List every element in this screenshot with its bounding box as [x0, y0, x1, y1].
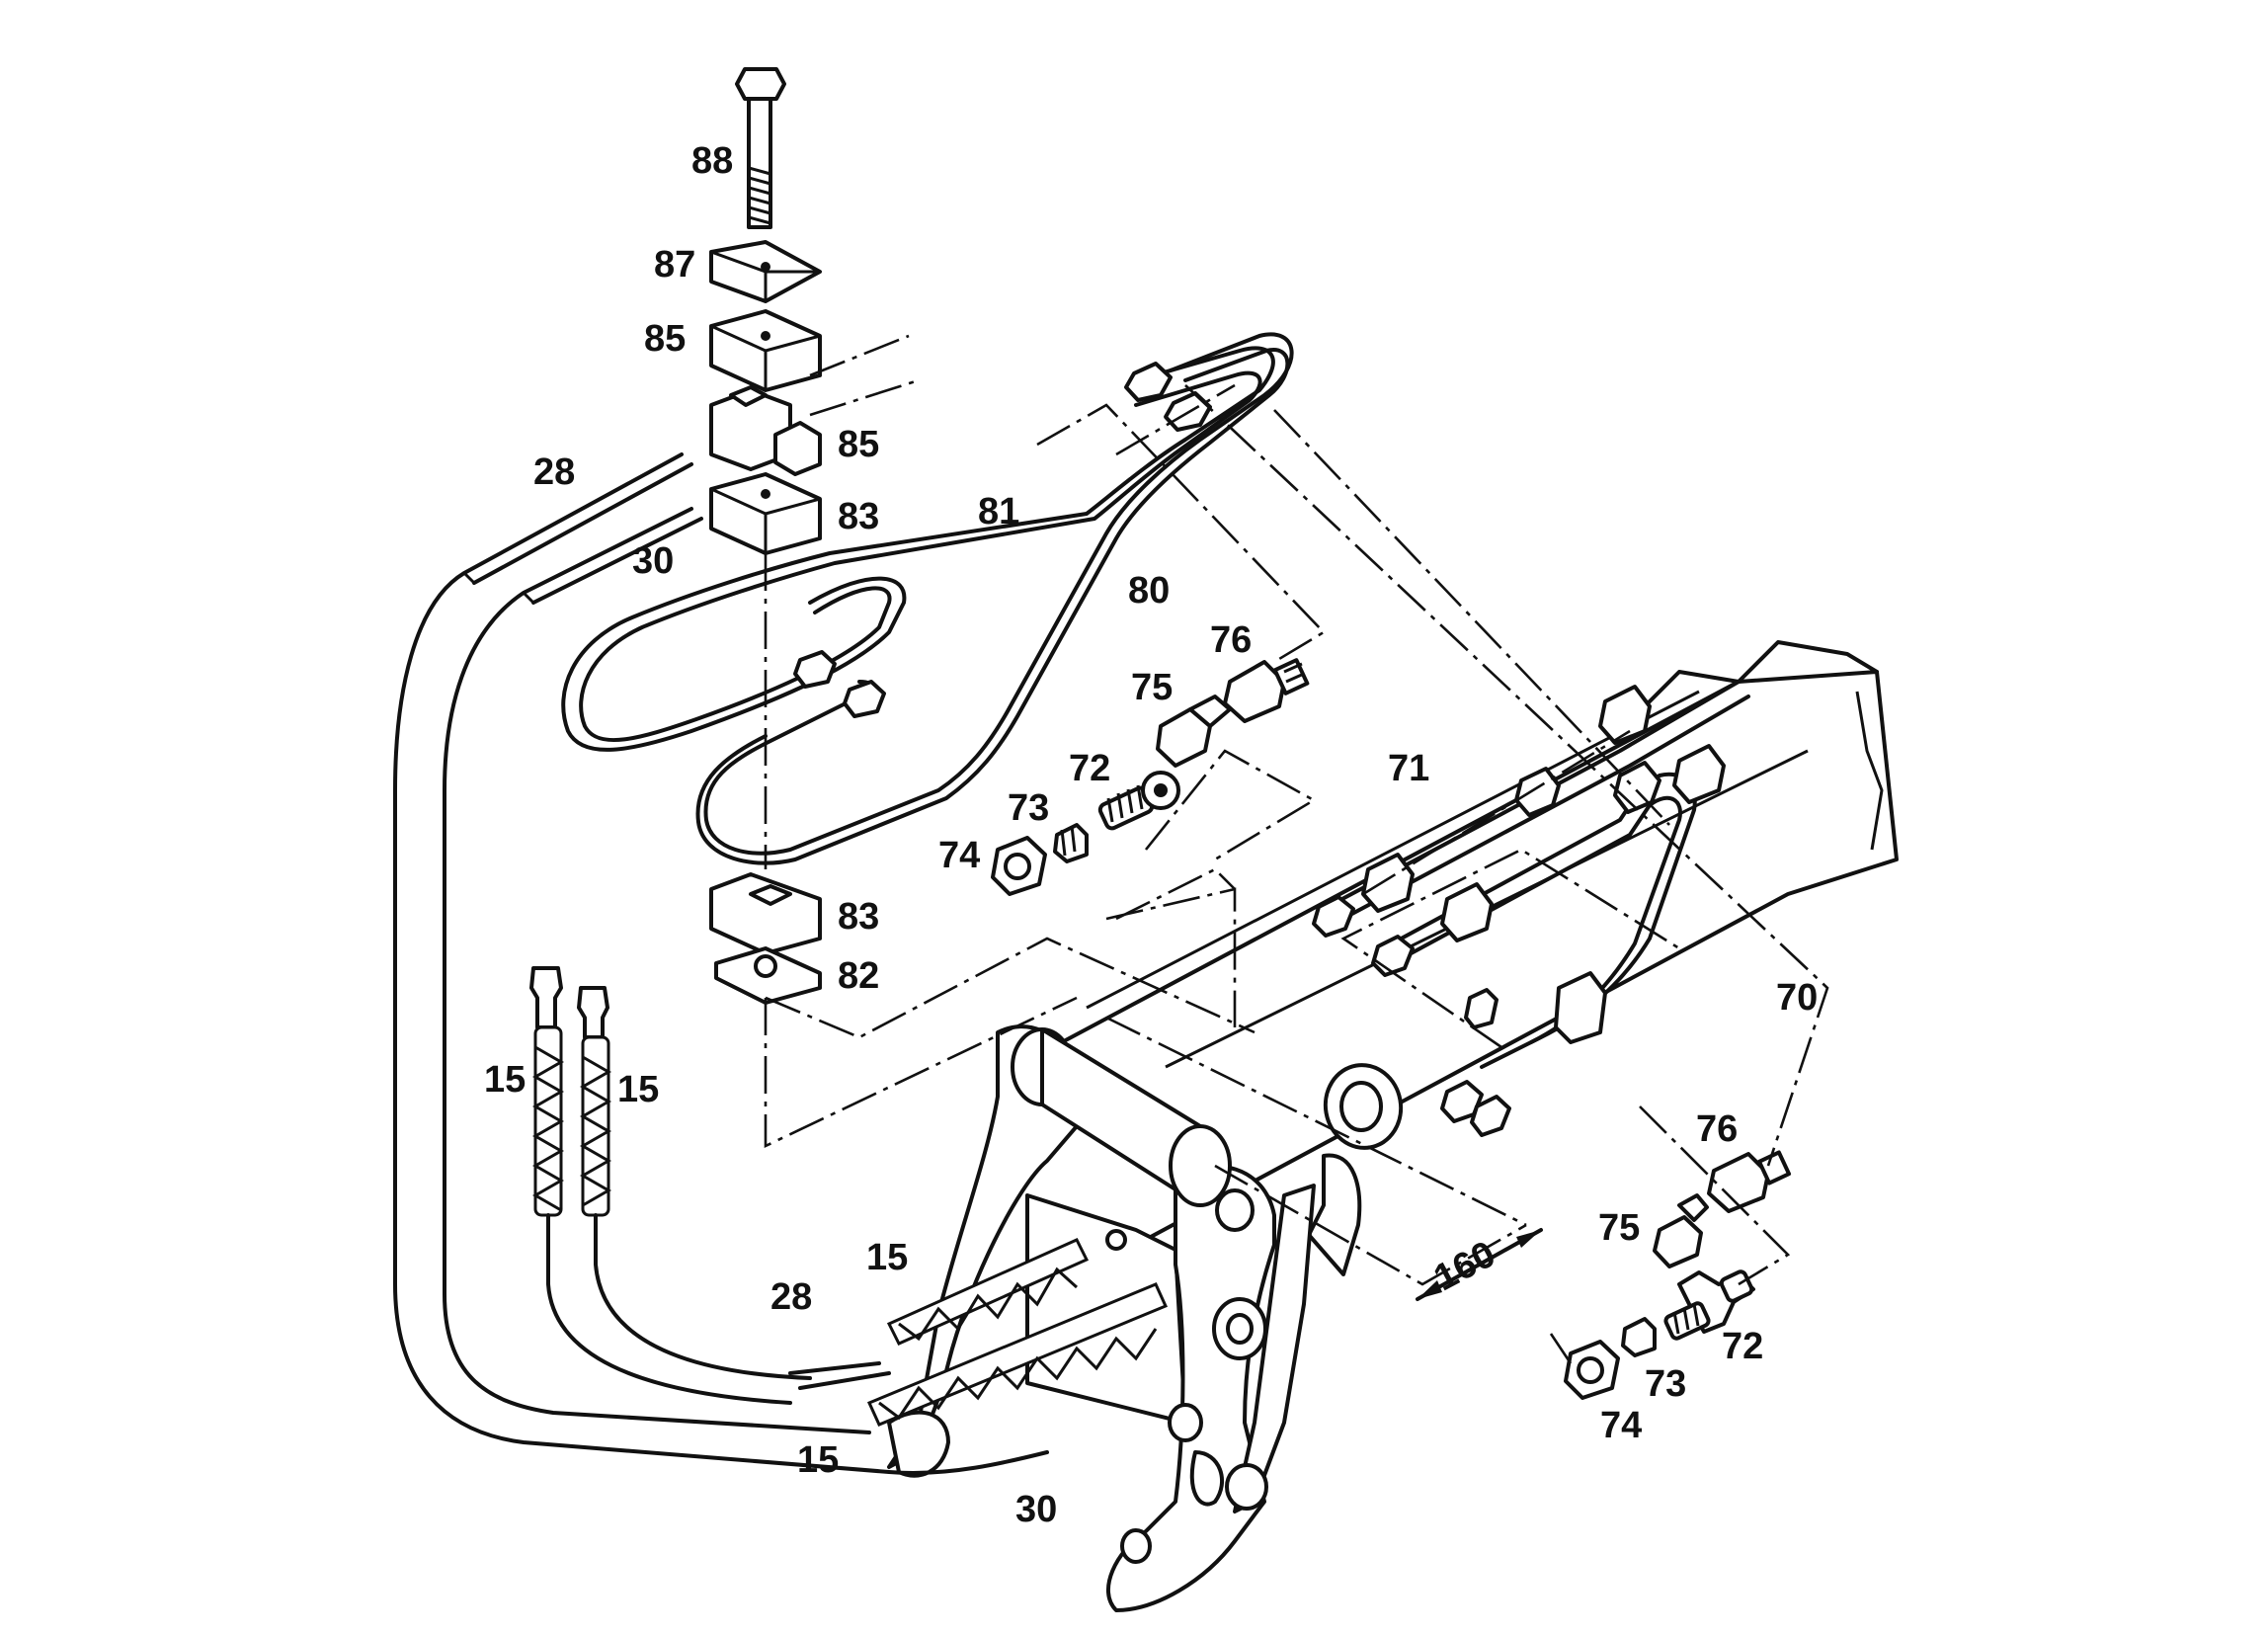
label-28-top: 28: [533, 451, 575, 493]
label-83-bottom: 83: [838, 896, 879, 938]
label-72-lower: 72: [1722, 1326, 1763, 1367]
label-74-upper: 74: [938, 835, 980, 876]
clamp-plate-87: [709, 240, 822, 303]
label-81: 81: [978, 491, 1019, 532]
pipe-end-nuts-lower: [793, 650, 886, 718]
clamp-half-83-top: [709, 472, 822, 555]
label-80: 80: [1128, 570, 1170, 612]
label-82: 82: [838, 955, 879, 997]
label-76-lower: 76: [1696, 1108, 1738, 1150]
label-87: 87: [654, 244, 695, 286]
weld-plate-82: [714, 946, 822, 1005]
label-75-lower: 75: [1598, 1207, 1640, 1249]
label-73-lower: 73: [1645, 1363, 1686, 1405]
clamp-half-83-bottom: [709, 872, 822, 955]
leader-lines: [764, 383, 1829, 1364]
pipe-70: [1381, 772, 1697, 1069]
fitting-72-upper: [1097, 771, 1180, 831]
hose-15-on-coupler: [866, 1238, 1169, 1427]
label-74-lower: 74: [1600, 1405, 1642, 1446]
steel-pipe-80: [695, 332, 1294, 865]
label-30-top: 30: [632, 540, 674, 582]
hose-15-left: [529, 966, 792, 1405]
label-70: 70: [1776, 977, 1818, 1019]
label-15-right: 15: [617, 1069, 659, 1110]
fitting-75-lower: [1653, 1193, 1709, 1268]
label-85-top: 85: [644, 318, 686, 360]
fitting-75-upper: [1156, 695, 1232, 768]
pipe-71: [1322, 680, 1750, 926]
clamp-half-85-top: [709, 309, 822, 392]
fitting-74-lower: [1564, 1340, 1620, 1400]
fitting-72-lower: [1663, 1269, 1755, 1341]
fitting-74-upper: [991, 836, 1047, 896]
pipe-clamps-boom: [1312, 685, 1726, 1137]
dimension-160: [1416, 1228, 1543, 1301]
part-labels: 88 87 85 85 28 30 83 81 80 76 75 72 73 7…: [484, 140, 1818, 1530]
label-73-upper: 73: [1008, 787, 1049, 829]
label-28-bottom: 28: [770, 1276, 812, 1318]
label-15-coupler-top: 15: [866, 1237, 908, 1278]
fitting-76-lower: [1707, 1150, 1792, 1213]
hose-28: [393, 452, 1049, 1475]
label-30-bottom: 30: [1015, 1489, 1057, 1530]
label-83-top: 83: [838, 496, 879, 537]
fitting-73-upper: [1053, 823, 1089, 863]
label-76-upper: 76: [1210, 619, 1252, 661]
hose-15-right: [577, 986, 812, 1380]
fitting-76-upper: [1223, 658, 1310, 723]
label-15-left: 15: [484, 1059, 526, 1101]
bolt-88: [735, 67, 786, 229]
fitting-73-lower: [1621, 1317, 1657, 1357]
label-71: 71: [1388, 748, 1429, 789]
label-85-lower: 85: [838, 424, 879, 465]
label-88: 88: [691, 140, 733, 182]
steel-pipe-81: [561, 346, 1275, 752]
clamp-half-85-lower: [709, 385, 822, 476]
label-15-coupler-bottom: 15: [797, 1439, 839, 1481]
hose-30: [443, 507, 871, 1434]
label-75-upper: 75: [1131, 667, 1173, 708]
label-72-upper: 72: [1069, 748, 1110, 789]
